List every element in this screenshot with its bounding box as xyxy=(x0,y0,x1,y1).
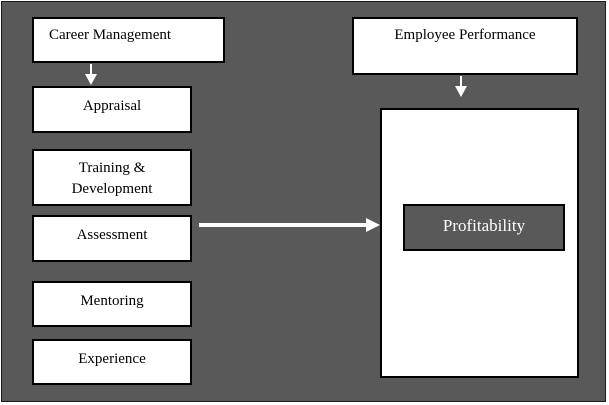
career-management-label: Career Management xyxy=(49,27,172,43)
assessment-to-outcome-arrow xyxy=(199,218,380,232)
training-development-box: Training & Development xyxy=(32,149,192,206)
appraisal-label: Appraisal xyxy=(82,98,142,114)
career-management-box: Career Management xyxy=(32,17,225,63)
experience-label: Experience xyxy=(78,351,146,367)
employee-performance-box: Employee Performance xyxy=(352,17,578,75)
profitability-label: Profitability xyxy=(442,216,526,235)
development-label: Development xyxy=(71,181,153,197)
career-down-arrow xyxy=(85,64,97,85)
assessment-label: Assessment xyxy=(76,227,148,243)
mentoring-box: Mentoring xyxy=(32,281,192,327)
experience-box: Experience xyxy=(32,339,192,385)
appraisal-box: Appraisal xyxy=(32,86,192,133)
training-label: Training & xyxy=(78,160,146,176)
profitability-box: Profitability xyxy=(403,204,565,251)
mentoring-label: Mentoring xyxy=(80,293,144,309)
employee-performance-label: Employee Performance xyxy=(394,27,536,43)
performance-down-arrow xyxy=(455,76,467,97)
assessment-box: Assessment xyxy=(32,215,192,262)
